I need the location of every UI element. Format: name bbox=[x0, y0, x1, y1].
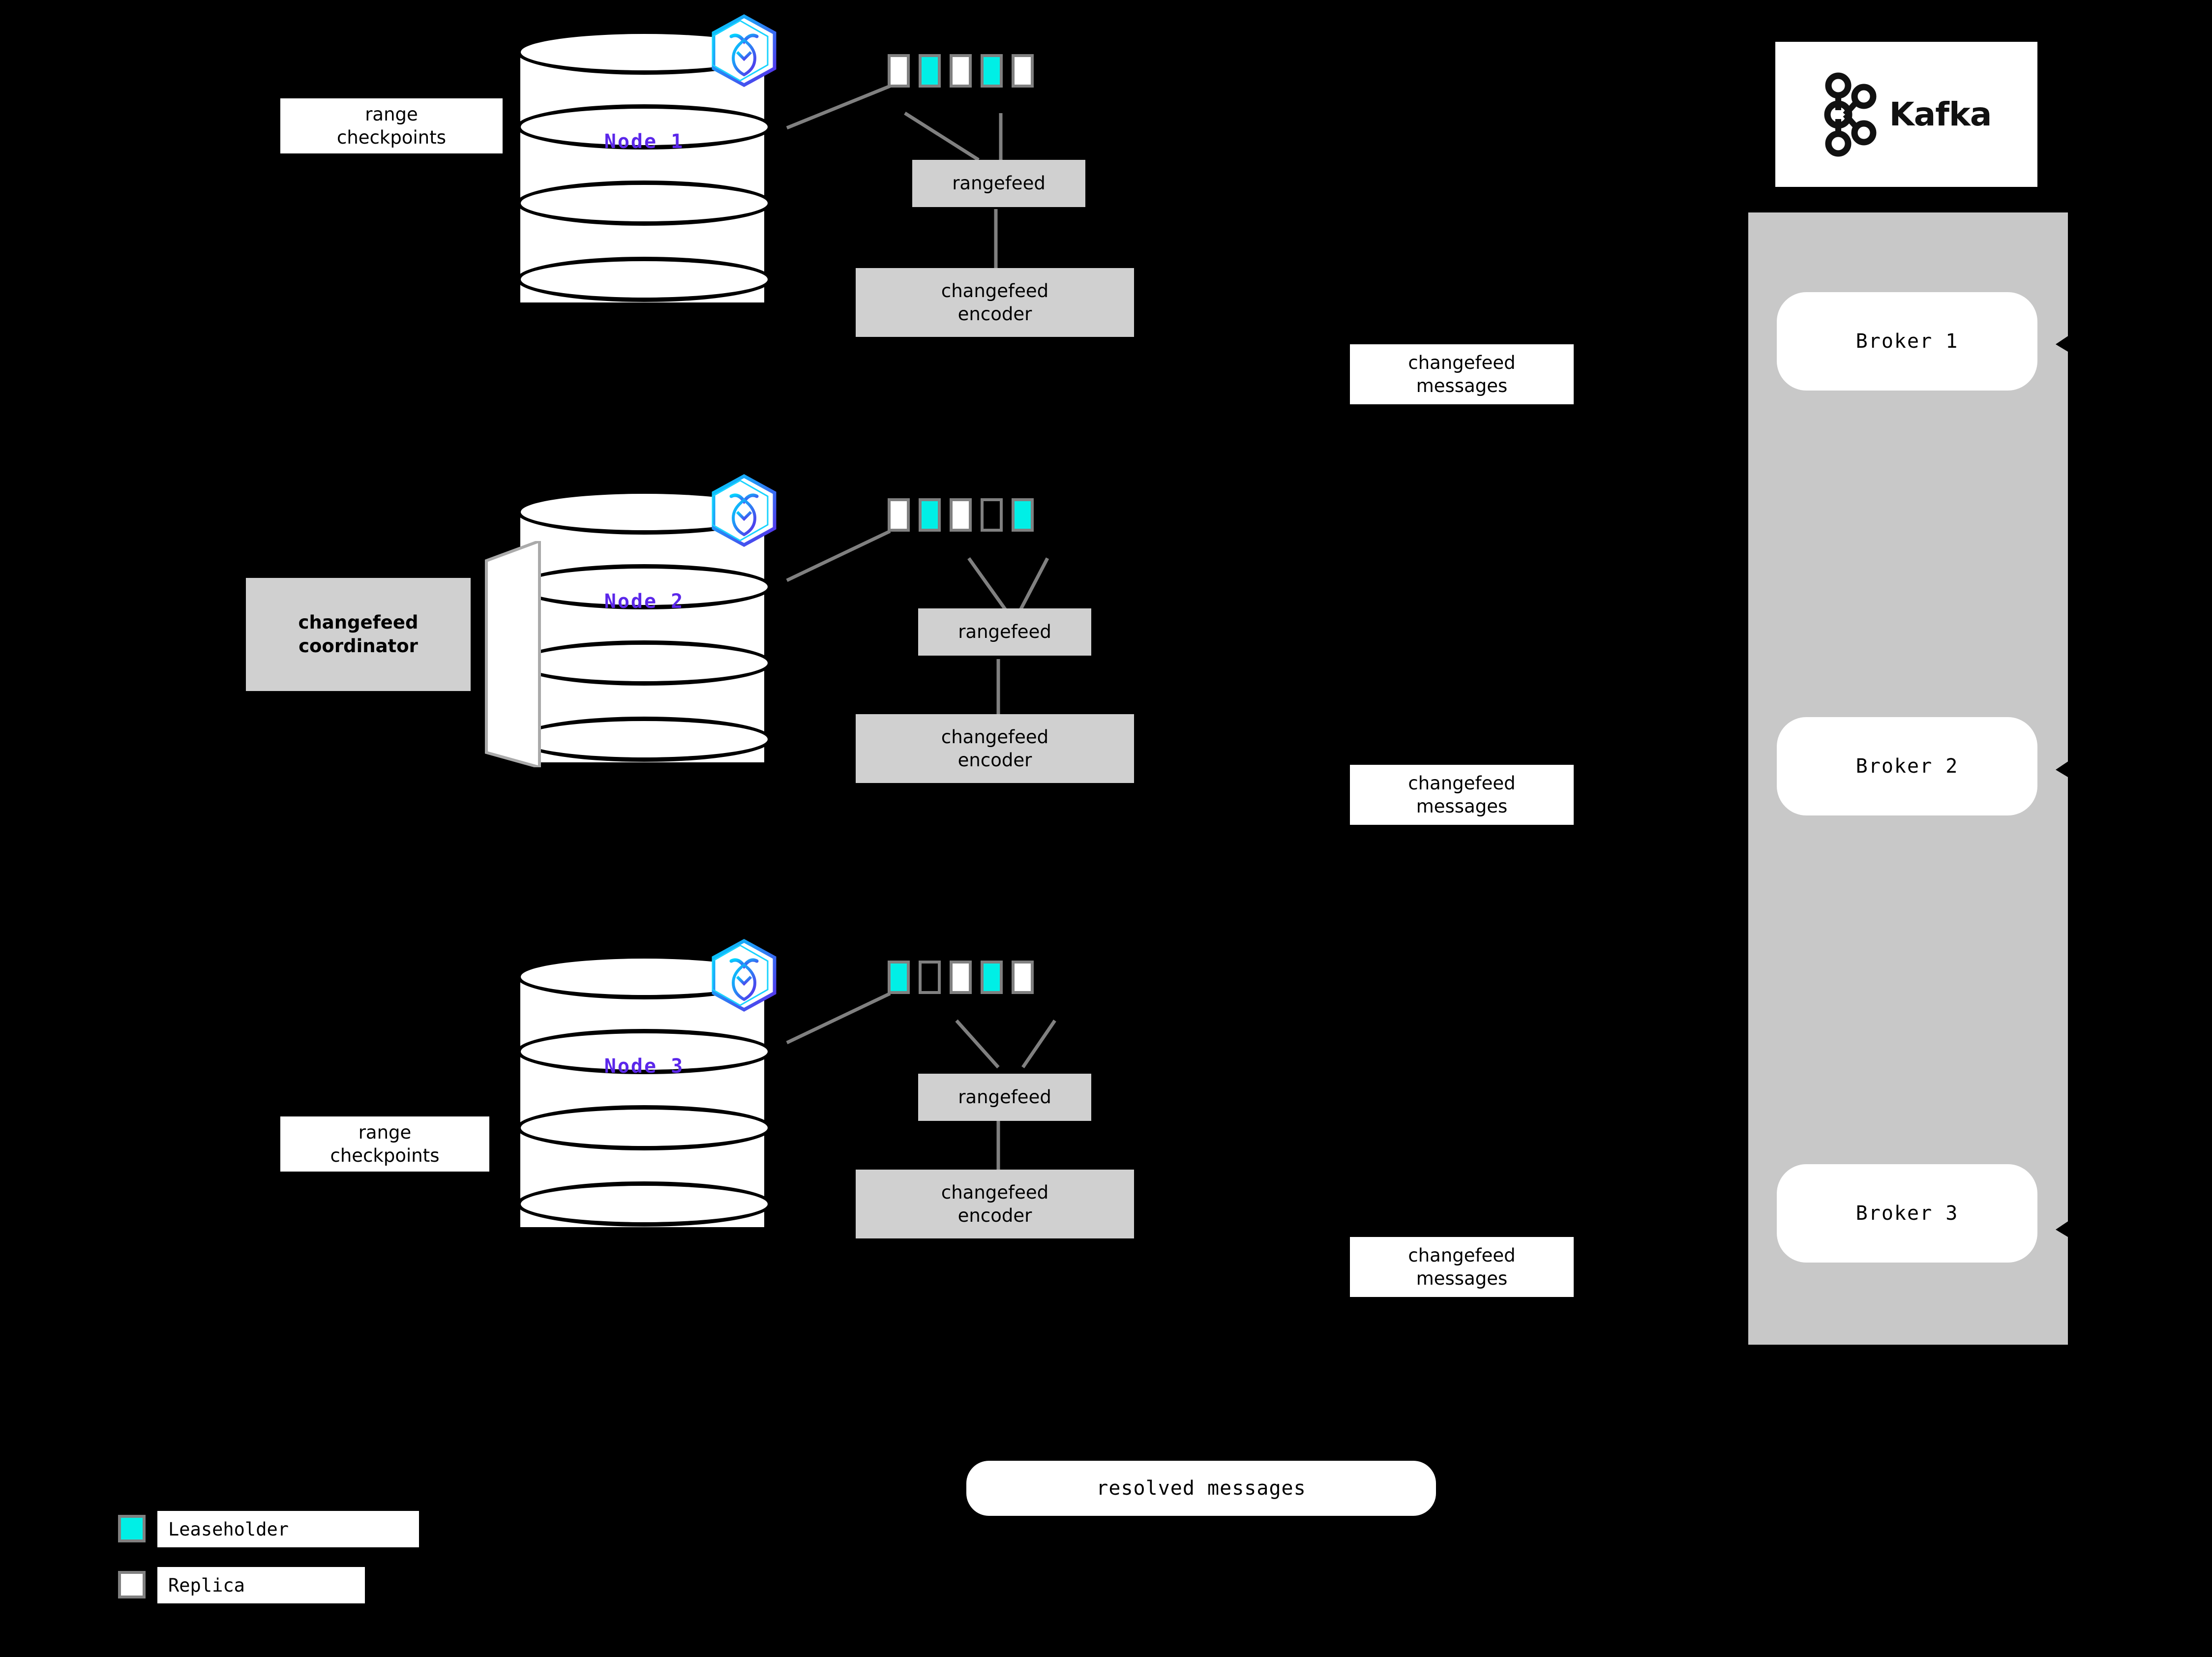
node-cylinder-3: Node 3 bbox=[516, 954, 772, 1249]
range-boxes-node-3 bbox=[888, 961, 1034, 994]
range-boxes-node-1 bbox=[888, 54, 1034, 88]
message-line-1: changefeed bbox=[1408, 352, 1516, 373]
legend-label-replica: Replica bbox=[157, 1567, 365, 1603]
changefeed-encoder-box-1[interactable]: changefeed encoder bbox=[856, 268, 1134, 337]
legend-swatch-leaseholder bbox=[118, 1515, 146, 1542]
range-box[interactable] bbox=[950, 54, 972, 88]
message-line-1: changefeed bbox=[1408, 772, 1516, 794]
message-line-2: messages bbox=[1416, 1268, 1508, 1289]
checkpoint-line-1: range bbox=[365, 103, 418, 125]
cockroachdb-logo-icon-2 bbox=[710, 474, 778, 547]
changefeed-messages-label-2: changefeed messages bbox=[1350, 765, 1574, 825]
message-line-2: messages bbox=[1416, 796, 1508, 817]
range-boxes-node-2 bbox=[888, 498, 1034, 532]
rangefeed-box-3[interactable]: rangefeed bbox=[918, 1074, 1091, 1121]
coordinator-pointer bbox=[484, 539, 543, 769]
range-checkpoints-label-1: range checkpoints bbox=[280, 98, 503, 153]
rangefeed-box-2[interactable]: rangefeed bbox=[918, 608, 1091, 656]
node-label-2: Node 2 bbox=[604, 590, 685, 613]
range-box[interactable] bbox=[1012, 961, 1034, 994]
encoder-line-1: changefeed bbox=[941, 280, 1049, 301]
encoder-line-2: encoder bbox=[957, 303, 1032, 325]
cylinder-ring-4 bbox=[516, 717, 772, 762]
cockroachdb-logo-icon-3 bbox=[710, 938, 778, 1012]
rangefeed-box-1[interactable]: rangefeed bbox=[912, 160, 1085, 207]
range-box[interactable] bbox=[950, 961, 972, 994]
range-box[interactable] bbox=[919, 498, 941, 532]
range-box[interactable] bbox=[981, 961, 1003, 994]
kafka-mark-icon bbox=[1824, 72, 1877, 156]
cylinder-ring-3 bbox=[516, 1105, 772, 1150]
message-line-1: changefeed bbox=[1408, 1244, 1516, 1266]
kafka-brand-label: Kafka bbox=[1889, 95, 1992, 133]
node-cylinder-2: Node 2 bbox=[516, 489, 772, 784]
encoder-line-2: encoder bbox=[957, 1205, 1032, 1226]
checkpoint-line-1: range bbox=[358, 1121, 412, 1143]
changefeed-messages-label-1: changefeed messages bbox=[1350, 344, 1574, 404]
encoder-line-1: changefeed bbox=[941, 726, 1049, 748]
broker-1[interactable]: Broker 1 bbox=[1777, 292, 2037, 391]
range-box[interactable] bbox=[1012, 54, 1034, 88]
checkpoint-line-2: checkpoints bbox=[330, 1145, 440, 1166]
message-line-2: messages bbox=[1416, 375, 1508, 396]
legend-swatch-replica bbox=[118, 1571, 146, 1598]
range-box[interactable] bbox=[888, 498, 910, 532]
changefeed-encoder-box-3[interactable]: changefeed encoder bbox=[856, 1170, 1134, 1238]
encoder-line-2: encoder bbox=[957, 750, 1032, 771]
range-box[interactable] bbox=[888, 54, 910, 88]
node-label-1: Node 1 bbox=[604, 130, 685, 153]
coordinator-line-1: changefeed bbox=[298, 611, 418, 633]
broker-3[interactable]: Broker 3 bbox=[1777, 1164, 2037, 1263]
cylinder-ring-3 bbox=[516, 181, 772, 226]
changefeed-encoder-box-2[interactable]: changefeed encoder bbox=[856, 714, 1134, 783]
range-box[interactable] bbox=[1012, 498, 1034, 532]
changefeed-coordinator-box[interactable]: changefeed coordinator bbox=[246, 578, 471, 691]
checkpoint-line-2: checkpoints bbox=[337, 127, 446, 148]
node-cylinder-1: Node 1 bbox=[516, 30, 772, 325]
cylinder-ring-4 bbox=[516, 257, 772, 302]
broker-2[interactable]: Broker 2 bbox=[1777, 717, 2037, 815]
cockroachdb-logo-icon-1 bbox=[710, 14, 778, 88]
range-box[interactable] bbox=[981, 498, 1003, 532]
encoder-line-1: changefeed bbox=[941, 1181, 1049, 1203]
cylinder-ring-2 bbox=[516, 104, 772, 150]
cylinder-ring-2 bbox=[516, 564, 772, 609]
range-box[interactable] bbox=[888, 961, 910, 994]
resolved-messages-pill: resolved messages bbox=[966, 1461, 1436, 1516]
range-box[interactable] bbox=[981, 54, 1003, 88]
legend-label-leaseholder: Leaseholder bbox=[157, 1511, 419, 1547]
cylinder-ring-2 bbox=[516, 1029, 772, 1074]
cylinder-ring-3 bbox=[516, 640, 772, 686]
kafka-logo: Kafka bbox=[1775, 42, 2037, 187]
range-box[interactable] bbox=[950, 498, 972, 532]
range-box[interactable] bbox=[919, 961, 941, 994]
node-label-3: Node 3 bbox=[604, 1055, 685, 1078]
range-box[interactable] bbox=[919, 54, 941, 88]
changefeed-messages-label-3: changefeed messages bbox=[1350, 1237, 1574, 1297]
cylinder-ring-4 bbox=[516, 1181, 772, 1227]
coordinator-line-2: coordinator bbox=[299, 635, 418, 657]
range-checkpoints-label-3: range checkpoints bbox=[280, 1116, 489, 1172]
